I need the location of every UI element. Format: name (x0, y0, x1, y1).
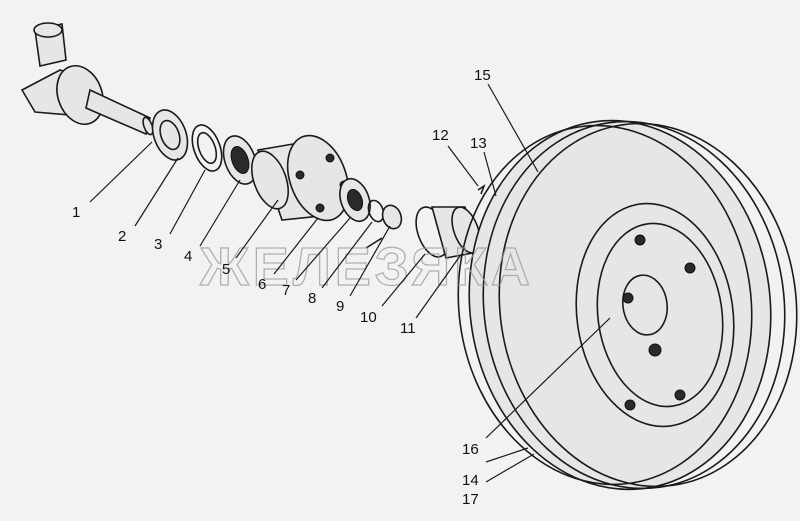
part-5-hub (250, 134, 350, 222)
part-label-11: 11 (400, 320, 416, 337)
part-7-outer-bearing (339, 177, 371, 223)
part-label-13: 13 (470, 135, 487, 152)
part-label-1: 1 (72, 204, 80, 221)
part-labels: 1 2 3 4 5 6 7 8 9 10 11 12 13 14 15 16 1… (72, 67, 491, 508)
watermark: ЖЕЛЕЗЯКА (199, 237, 534, 297)
part-label-3: 3 (154, 236, 162, 253)
part-3-ring (191, 124, 223, 172)
part-label-15: 15 (474, 67, 491, 84)
part-8-washer (367, 199, 385, 223)
part-label-17: 17 (462, 491, 479, 508)
part-label-10: 10 (360, 309, 377, 326)
part-2-oil-seal (151, 109, 189, 161)
part-9-castle-nut (365, 204, 403, 249)
part-label-14: 14 (462, 472, 479, 489)
part-label-5: 5 (222, 261, 230, 278)
part-label-16: 16 (462, 441, 479, 458)
part-label-7: 7 (282, 282, 290, 299)
wheel-assembly (457, 119, 798, 491)
part-label-4: 4 (184, 248, 192, 265)
part-4-inner-bearing (222, 135, 258, 185)
leader-lines (89, 83, 611, 483)
part-label-2: 2 (118, 228, 126, 245)
part-label-9: 9 (336, 298, 344, 315)
part-label-12: 12 (432, 127, 449, 144)
steering-knuckle (20, 22, 154, 136)
part-label-8: 8 (308, 290, 316, 307)
part-label-6: 6 (258, 276, 266, 293)
